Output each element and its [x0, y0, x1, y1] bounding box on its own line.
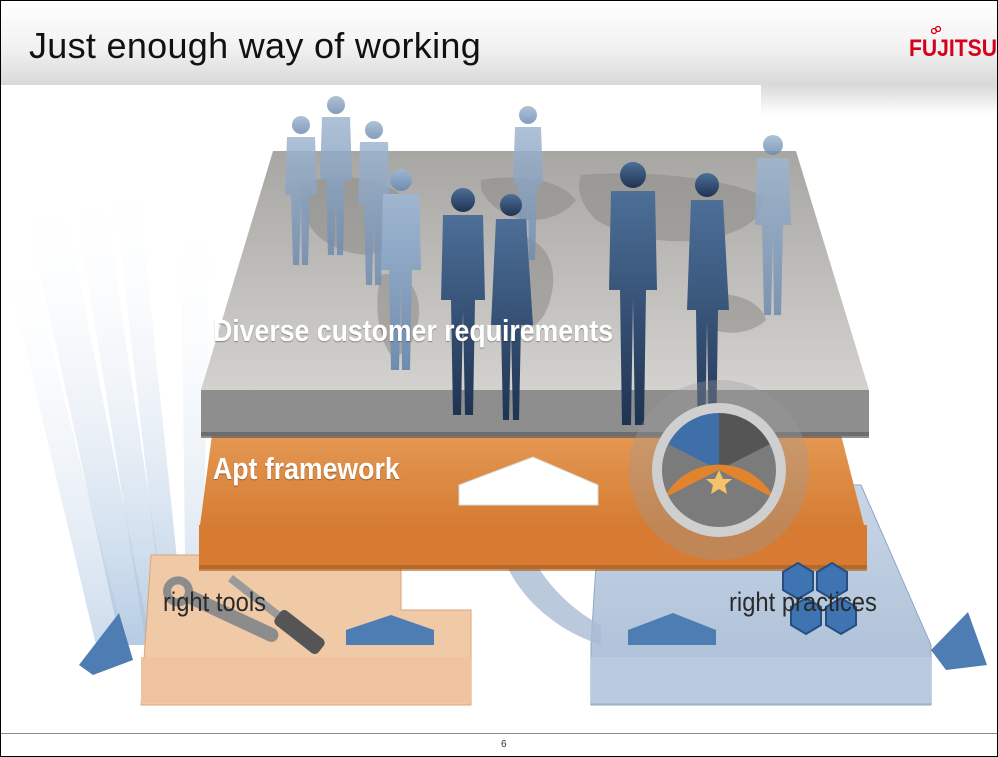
triangle-arrow-icon — [346, 615, 434, 645]
practices-label: right practices — [729, 587, 877, 617]
triangle-arrow-icon — [79, 613, 133, 675]
triangle-arrow-icon — [458, 456, 599, 506]
slide-title: Just enough way of working — [29, 25, 482, 66]
screwdriver-icon — [228, 575, 325, 655]
hexagon-cluster-icon — [782, 561, 857, 636]
top-layer-label: Diverse customer requirements — [213, 313, 614, 348]
page-number: 6 — [501, 739, 507, 750]
footer-divider — [1, 733, 997, 734]
tools-label: right tools — [163, 587, 267, 617]
layered-diagram — [1, 96, 987, 706]
fujitsu-logo-mark-icon — [931, 25, 941, 35]
triangle-arrow-icon — [931, 612, 987, 670]
triangle-arrow-icon — [628, 613, 716, 645]
wrench-icon — [163, 576, 279, 642]
cycle-wheel-icon — [629, 380, 809, 560]
middle-layer-label: Apt framework — [213, 451, 400, 486]
people-silhouettes — [285, 96, 791, 450]
header-corner-fade — [761, 85, 997, 115]
fujitsu-logo: FUJITSU — [909, 35, 998, 62]
slide-header: Just enough way of working FUJITSU — [1, 1, 997, 85]
